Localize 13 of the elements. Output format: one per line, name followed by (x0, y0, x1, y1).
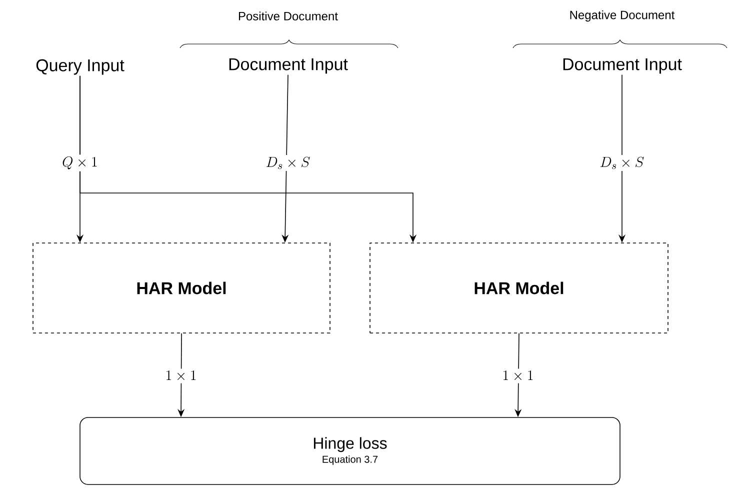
edge-label: $1 \times 1$ (503, 370, 533, 380)
loss-box: Hinge loss Equation 3.7 (80, 417, 620, 485)
edge-label: $D_s \times S$ (600, 156, 644, 170)
group-label: Positive Document (238, 12, 338, 20)
input-label: Document Input (563, 58, 682, 74)
input-label: Document Input (229, 58, 348, 74)
model-box: HAR Model (32, 242, 330, 334)
edge-label: $D_s \times S$ (266, 156, 310, 170)
edge-label: $1 \times 1$ (166, 370, 196, 380)
group-label: Negative Document (570, 10, 675, 22)
input-label: Query Input (36, 59, 124, 75)
edge-label: $Q \times 1$ (62, 156, 97, 170)
model-box: HAR Model (370, 242, 668, 334)
